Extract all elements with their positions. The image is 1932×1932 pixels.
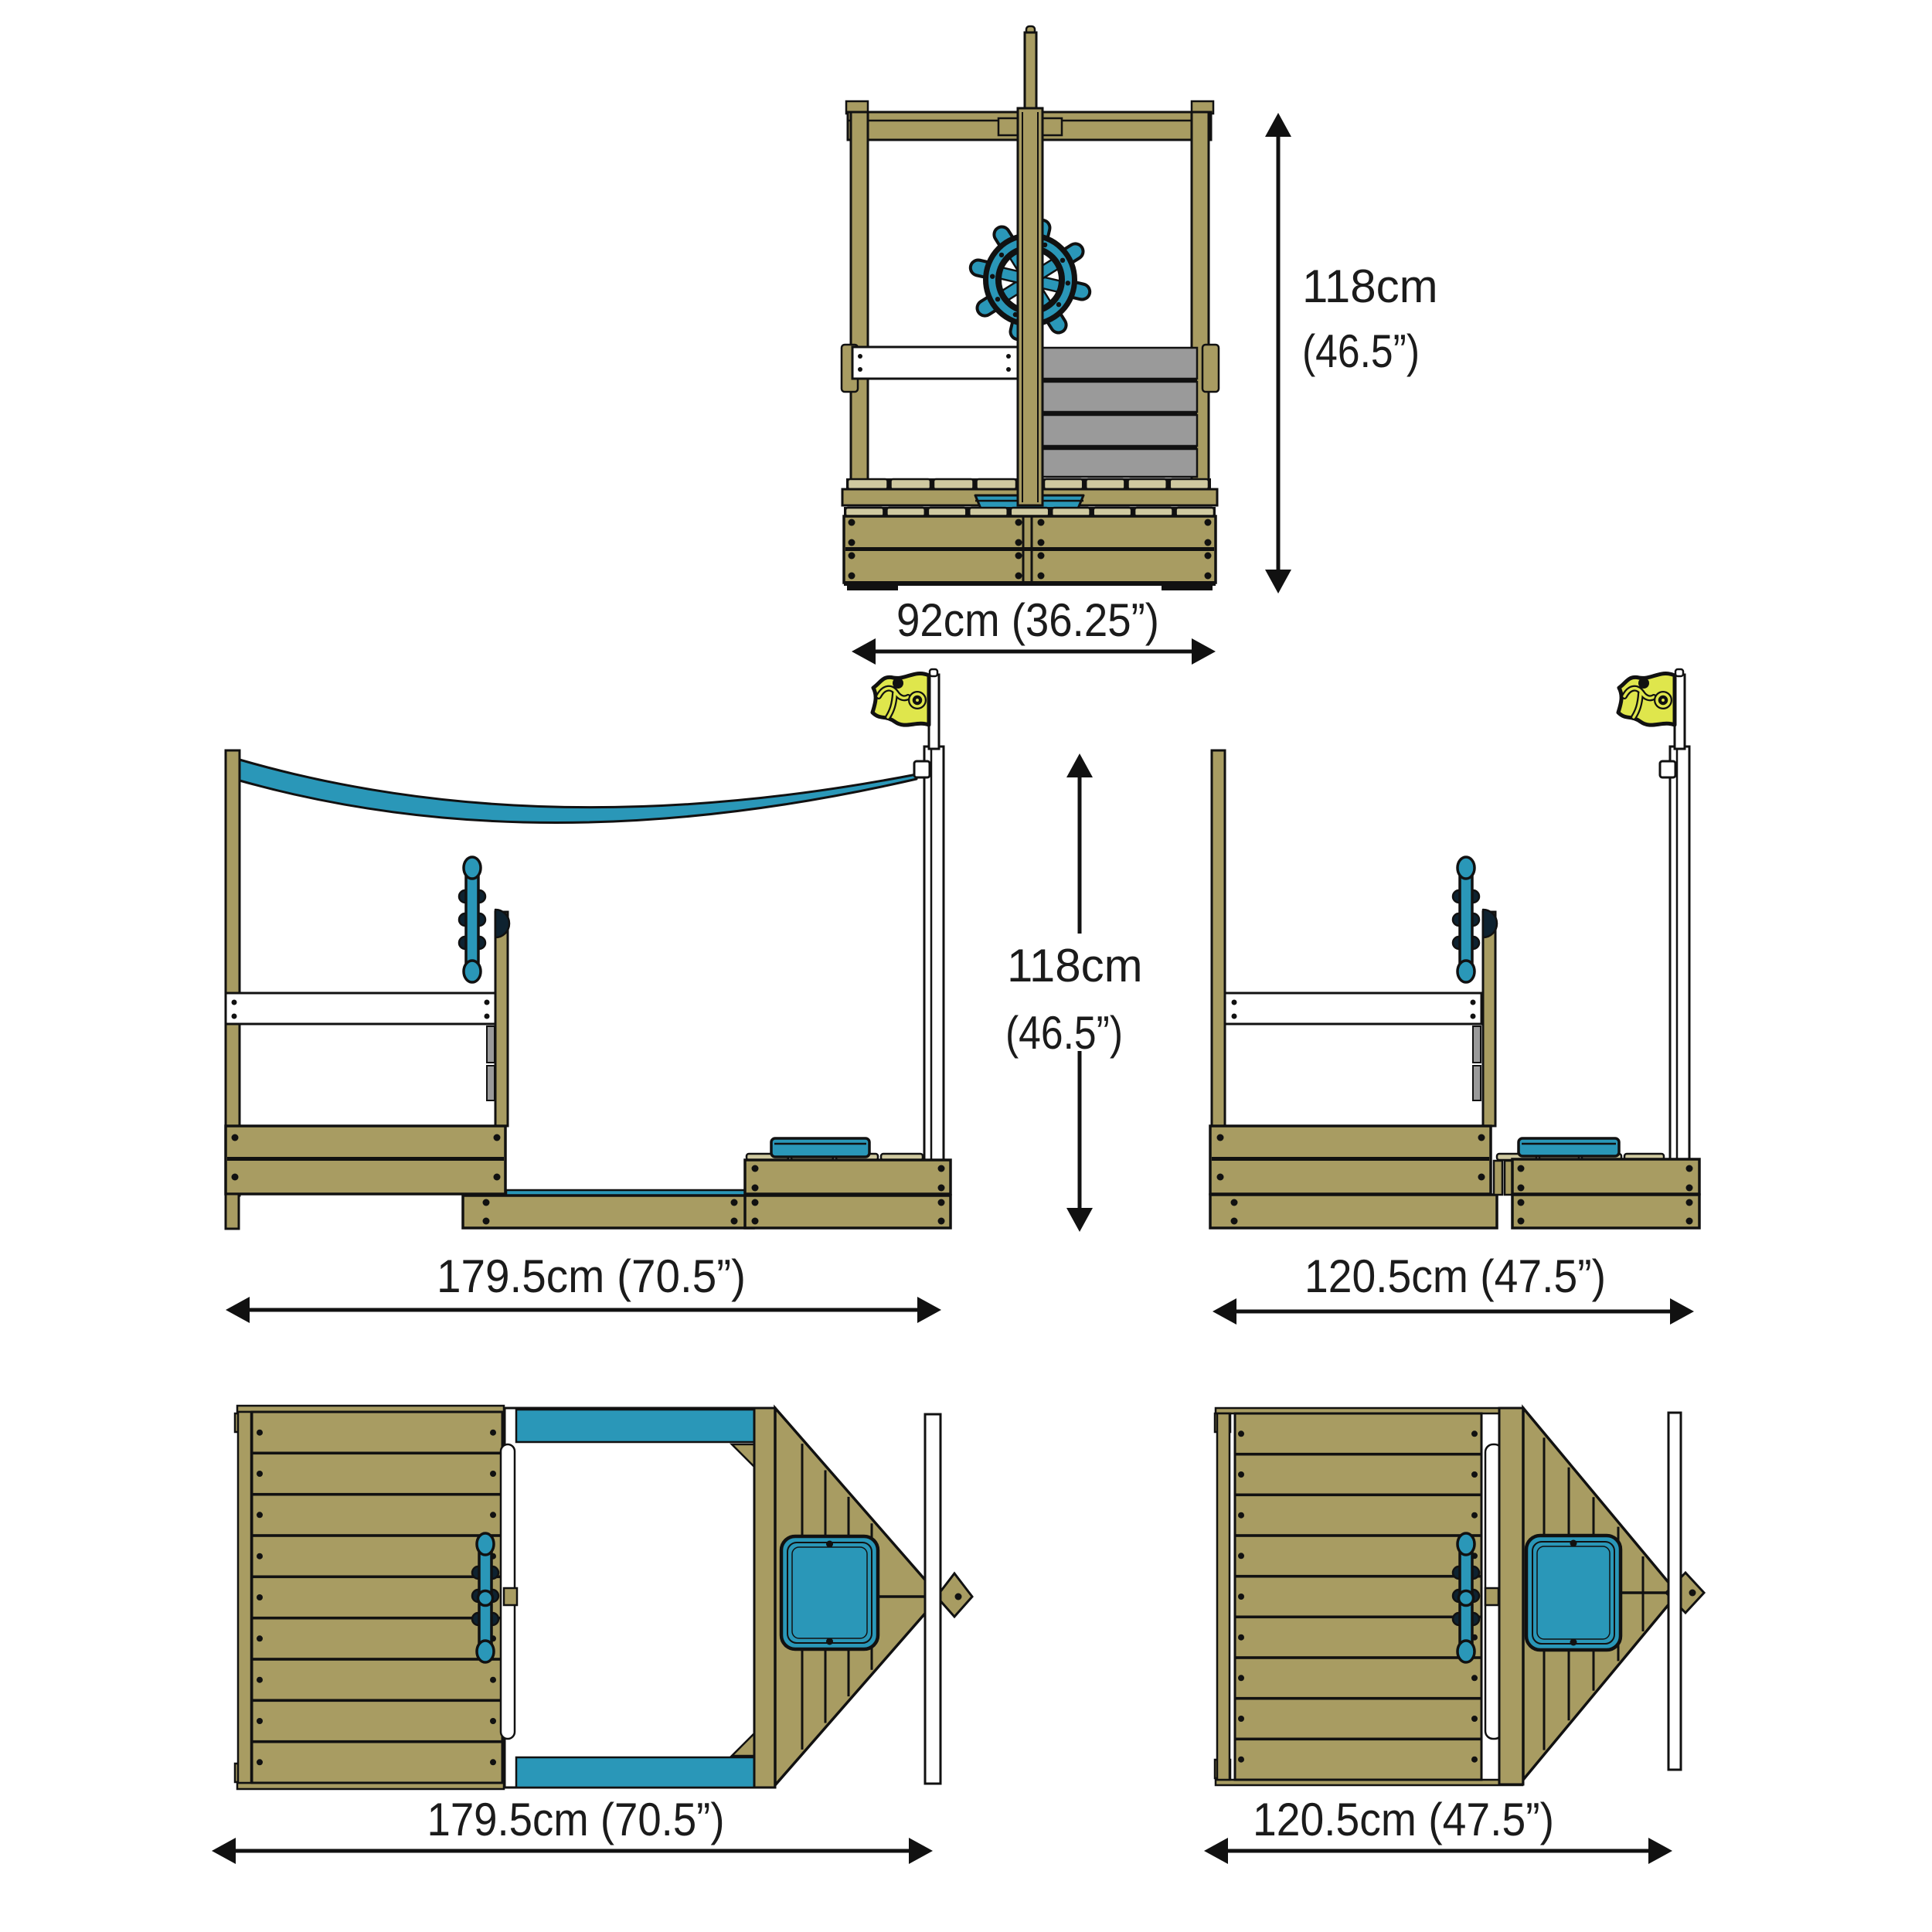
svg-text:118cm: 118cm <box>1007 940 1143 992</box>
svg-text:120.5cm (47.5”): 120.5cm (47.5”) <box>1253 1794 1554 1845</box>
svg-text:118cm: 118cm <box>1302 260 1438 312</box>
svg-text:120.5cm (47.5”): 120.5cm (47.5”) <box>1304 1250 1606 1302</box>
svg-text:(46.5”): (46.5”) <box>1302 325 1420 377</box>
svg-text:179.5cm (70.5”): 179.5cm (70.5”) <box>437 1250 746 1302</box>
svg-text:179.5cm (70.5”): 179.5cm (70.5”) <box>427 1794 725 1845</box>
svg-text:(46.5”): (46.5”) <box>1005 1007 1123 1059</box>
svg-text:92cm (36.25”): 92cm (36.25”) <box>896 594 1159 646</box>
